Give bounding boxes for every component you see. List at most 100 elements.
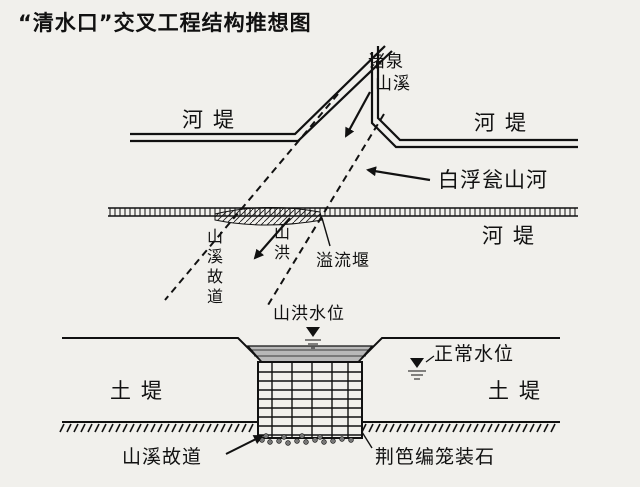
old-channel-right	[267, 113, 385, 306]
flood-level-label: 山洪水位	[273, 304, 345, 324]
flood-level-marker	[305, 327, 321, 349]
ground-tick	[234, 423, 240, 433]
gravel-stone	[263, 433, 269, 439]
ground-tick	[87, 423, 93, 433]
ground-tick	[199, 423, 205, 433]
ground-tick	[389, 423, 395, 433]
ground-tick	[445, 423, 451, 433]
weir-hatch	[214, 206, 323, 226]
ground-tick	[529, 423, 535, 433]
gravel-stone	[330, 438, 336, 444]
ground-tick	[403, 423, 409, 433]
normal-level-marker	[408, 355, 435, 380]
gravel-stone	[267, 439, 273, 445]
ground-tick	[185, 423, 191, 433]
ground-tick	[487, 423, 493, 433]
gabion-cage	[257, 361, 363, 439]
ground-tick	[80, 423, 86, 433]
gabion-pointer	[361, 431, 373, 449]
ground-tick	[396, 423, 402, 433]
ground-tick	[241, 423, 247, 433]
ground-tick	[494, 423, 500, 433]
gabion-label: 荆笆编笼装石	[375, 446, 496, 468]
gravel-stone	[303, 439, 309, 445]
ground-tick	[115, 423, 121, 433]
ground-tick	[459, 423, 465, 433]
ground-tick	[382, 423, 388, 433]
ground-tick	[206, 423, 212, 433]
gravel-stone	[348, 437, 354, 443]
ground-tick	[424, 423, 430, 433]
ground-tick	[136, 423, 142, 433]
ground-tick	[59, 423, 65, 433]
weir-label: 溢流堰	[316, 251, 370, 271]
stream-flow-arrow	[345, 91, 371, 138]
ground-tick	[101, 423, 107, 433]
ground-tick	[515, 423, 521, 433]
ground-tick	[375, 423, 381, 433]
dike-left-label: 河堤	[182, 108, 244, 132]
upper-dike-right	[376, 46, 578, 142]
ground-tick	[417, 423, 423, 433]
dike-lower-label: 河堤	[482, 224, 544, 248]
ground-tick	[108, 423, 114, 433]
ground-tick	[473, 423, 479, 433]
gravel-stone	[317, 434, 323, 440]
old-channel-vertical-label: 山溪故道	[204, 228, 223, 308]
ground-tick	[213, 423, 219, 433]
ground-tick	[368, 423, 374, 433]
lower-dike	[108, 207, 578, 217]
gravel-stone	[276, 438, 282, 444]
gravel-stone	[312, 437, 318, 443]
ground-tick	[543, 423, 549, 433]
ground-tick	[171, 423, 177, 433]
old-channel-label: 山溪故道	[122, 446, 203, 468]
ground-tick	[129, 423, 135, 433]
gravel-stone	[285, 440, 291, 446]
ground-tick	[164, 423, 170, 433]
ground-tick	[73, 423, 79, 433]
gravel-stone	[294, 438, 300, 444]
stream-label-2: 山溪	[375, 74, 411, 94]
gravel-stone	[321, 439, 327, 445]
ground-tick	[143, 423, 149, 433]
earth-dike-left-label: 土堤	[110, 379, 172, 403]
ground-tick	[501, 423, 507, 433]
gravel-stone	[259, 437, 265, 443]
ground-tick	[178, 423, 184, 433]
earth-dike-right-label: 土堤	[488, 379, 550, 403]
weir-pointer	[321, 217, 331, 247]
ground-tick	[220, 423, 226, 433]
river-label: 白浮瓮山河	[438, 168, 548, 192]
flood-vertical-label: 山洪	[271, 224, 290, 264]
ground-tick	[248, 423, 254, 433]
ground-tick	[431, 423, 437, 433]
ground-tick	[452, 423, 458, 433]
ground-tick	[438, 423, 444, 433]
ground-tick	[192, 423, 198, 433]
stream-label-1: 诸泉	[368, 52, 404, 72]
upper-dike-left	[130, 45, 386, 136]
upper-dike-left-inner	[130, 50, 393, 143]
ground-tick	[536, 423, 542, 433]
dike-right-label: 河堤	[474, 111, 536, 135]
ground-tick	[508, 423, 514, 433]
ground-tick	[66, 423, 72, 433]
upper-dike-right-inner	[370, 52, 578, 149]
diagram-title: “清水口”交叉工程结构推想图	[18, 11, 312, 35]
ground-tick	[227, 423, 233, 433]
ground-tick	[94, 423, 100, 433]
gravel-stone	[281, 434, 287, 440]
ground-tick	[157, 423, 163, 433]
ground-tick	[522, 423, 528, 433]
gravel-stone	[299, 433, 305, 439]
old-channel-pointer	[225, 435, 264, 455]
river-flow-arrow	[366, 166, 431, 182]
ground-tick	[410, 423, 416, 433]
ground-tick	[550, 423, 556, 433]
ground-tick	[150, 423, 156, 433]
ground-tick	[466, 423, 472, 433]
ground-tick	[480, 423, 486, 433]
